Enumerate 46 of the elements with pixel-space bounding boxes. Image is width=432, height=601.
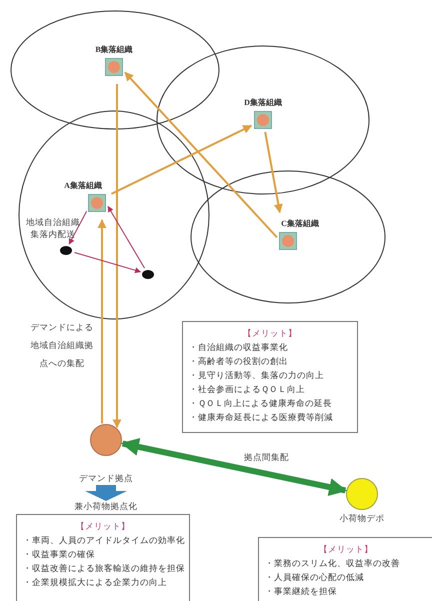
box-heading: 【メリット】: [318, 543, 374, 556]
organization-label: A集落組織: [63, 180, 103, 191]
annotation-text: 地域自治組織集落内配送: [25, 216, 81, 240]
merit-box: [258, 537, 432, 601]
annotation-text: デマンドによる地域自治組織拠点への集配: [30, 321, 94, 370]
organization-label: D集落組織: [243, 97, 283, 108]
bullet-item: ・見守り活動等、集落の力の向上: [189, 369, 325, 382]
bullet-item: ・人員確保の心配の低減: [265, 571, 365, 584]
bullet-item: ・収益事業の確保: [23, 548, 96, 561]
bullet-item: ・高齢者等の役割の創出: [189, 355, 289, 368]
organization-label: C集落組織: [280, 218, 320, 229]
hub-circle: [90, 424, 122, 456]
arrow: [110, 124, 252, 195]
box-heading: 【メリット】: [242, 327, 298, 340]
merit-box: [182, 321, 358, 433]
edge-label: 拠点間集配: [244, 451, 289, 463]
area-ellipse: [156, 45, 370, 195]
bullet-item: ・事業継続を担保: [265, 585, 338, 598]
bullet-item: ・車両、人員のアイドルタイムの効率化: [23, 534, 183, 547]
bullet-item: ・企業規模拡大による企業力の向上: [23, 576, 168, 589]
node-caption: 小荷物デポ: [338, 512, 386, 524]
stop-dot: [60, 246, 72, 254]
bullet-item: ・健康寿命延長による医療費等削減: [189, 411, 334, 424]
arrow: [124, 72, 278, 238]
hub-circle: [346, 478, 378, 510]
bullet-item: ・業務のスリム化、収益率の改善: [265, 557, 401, 570]
organization-label: B集落組織: [94, 44, 134, 55]
stop-dot: [142, 270, 154, 278]
arrow: [264, 132, 283, 214]
bullet-item: ・収益改善による旅客輸送の維持を担保: [23, 562, 183, 575]
area-ellipse: [190, 170, 386, 304]
arrow: [112, 84, 122, 428]
area-ellipse: [18, 110, 210, 320]
arrow: [108, 206, 146, 269]
bullet-item: ・ＱＯＬ向上による健康寿命の延長: [189, 397, 333, 410]
arrow: [74, 252, 142, 274]
box-heading: 【メリット】: [75, 520, 131, 533]
arrow: [98, 219, 106, 424]
bullet-item: ・自治組織の収益事業化: [189, 341, 289, 354]
node-caption: デマンド拠点: [78, 472, 134, 484]
arrow: [120, 438, 348, 496]
area-ellipse: [10, 10, 220, 130]
bullet-item: ・社会参画によるＱＯＬ向上: [189, 383, 306, 396]
annotation-text: 兼小荷物拠点化: [74, 500, 138, 512]
merit-box: [16, 514, 190, 601]
arrow: [68, 210, 88, 245]
